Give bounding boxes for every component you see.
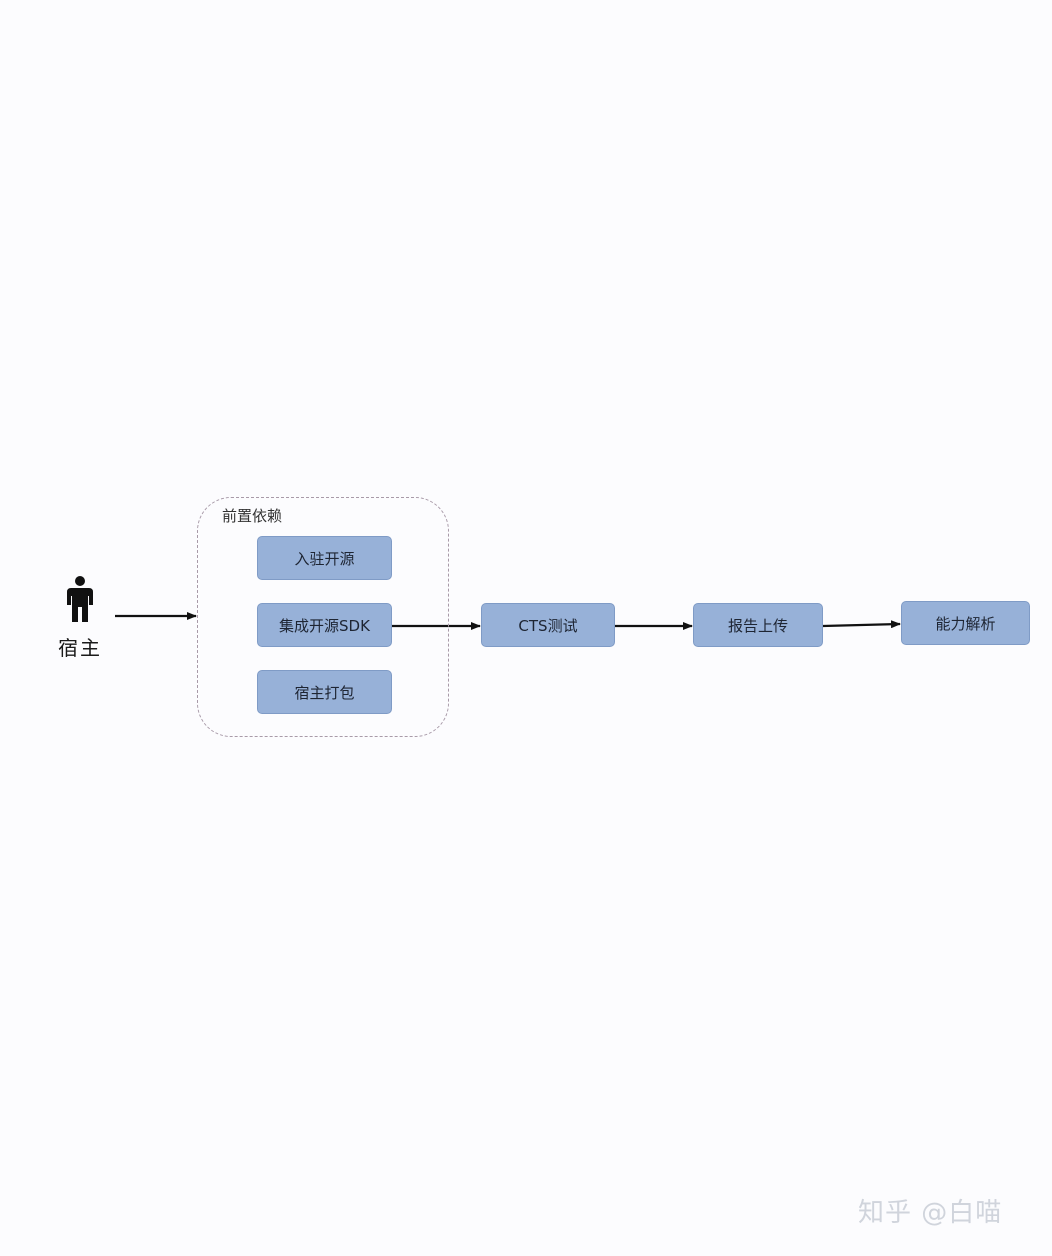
actor-label: 宿主 <box>58 636 102 660</box>
group-title: 前置依赖 <box>222 507 283 525</box>
node-report-upload[interactable]: 报告上传 <box>693 603 823 647</box>
arrow-upload-to-parse <box>822 620 901 629</box>
watermark: 知乎 @白喵 <box>858 1198 1003 1228</box>
prerequisite-group <box>197 497 449 737</box>
node-integrate-sdk[interactable]: 集成开源SDK <box>257 603 392 647</box>
node-host-package[interactable]: 宿主打包 <box>257 670 392 714</box>
actor-host: 宿主 <box>54 576 106 661</box>
node-cts-test[interactable]: CTS测试 <box>481 603 615 647</box>
node-join-open-source[interactable]: 入驻开源 <box>257 536 392 580</box>
person-icon <box>67 576 93 622</box>
node-capability-parse[interactable]: 能力解析 <box>901 601 1030 645</box>
